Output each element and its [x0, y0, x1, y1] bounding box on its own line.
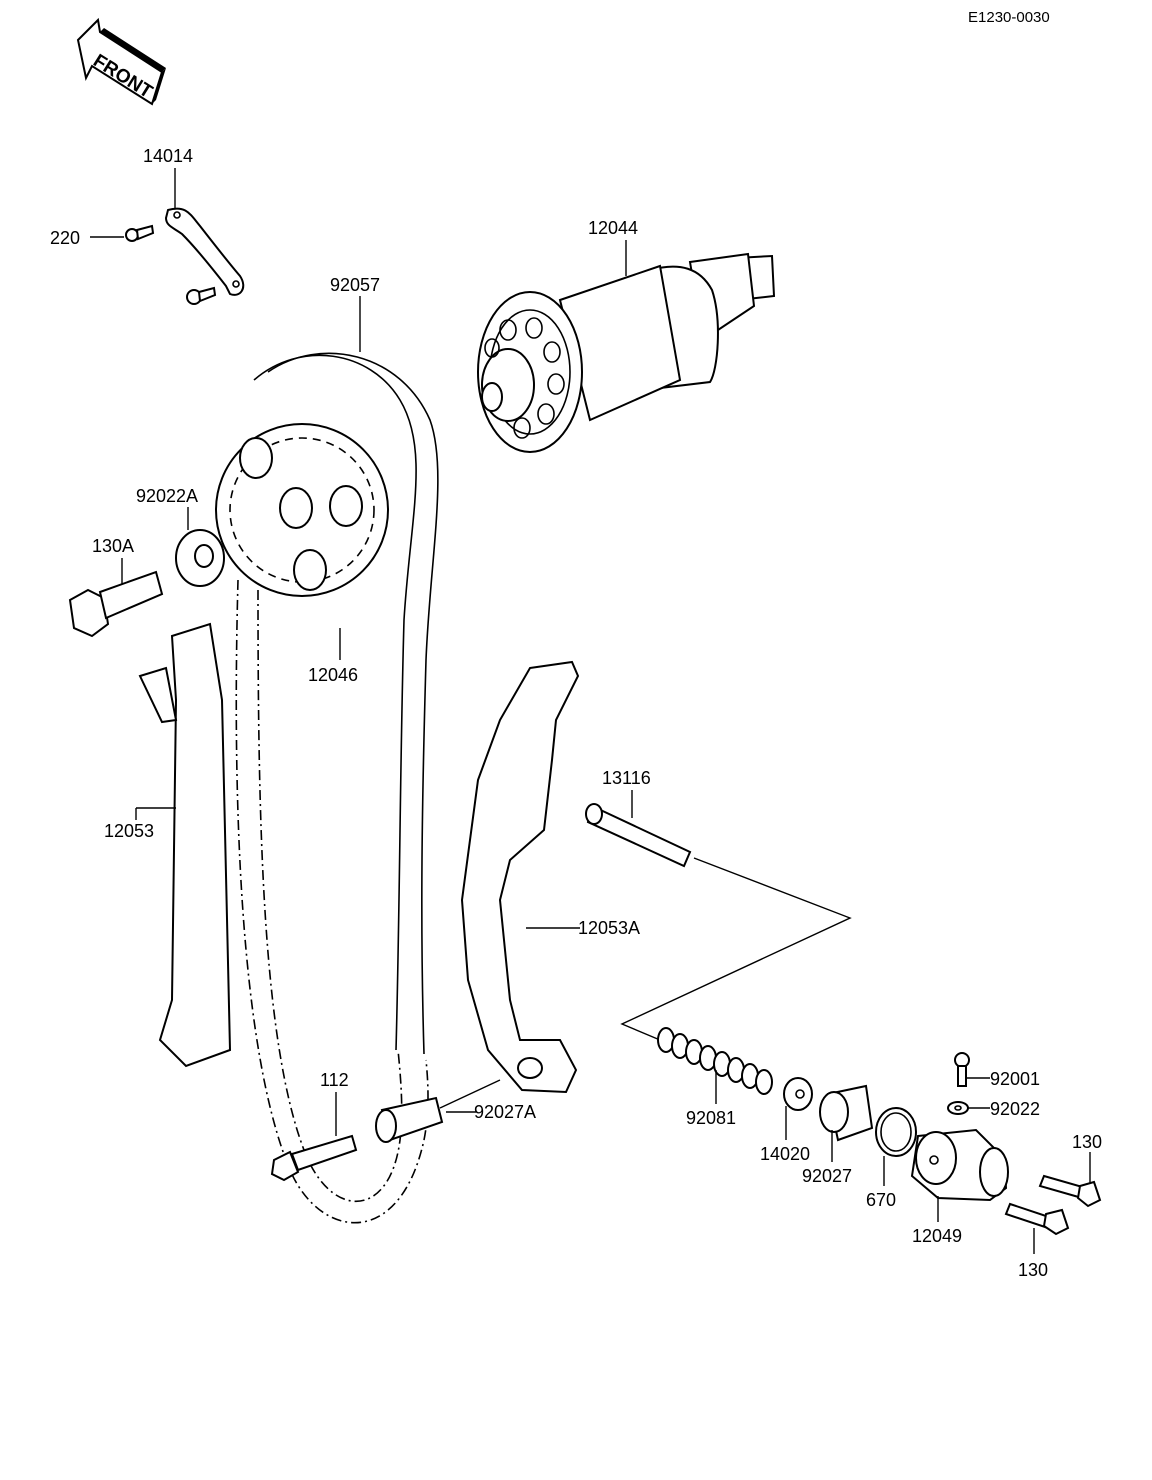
chain-guide-12053A: [460, 660, 580, 1094]
label-12046: 12046: [308, 665, 358, 685]
label-92027: 92027: [802, 1166, 852, 1186]
assembly-line-2: [439, 1079, 501, 1109]
label-12053: 12053: [104, 821, 154, 841]
label-13116: 13116: [602, 768, 651, 788]
screw-220: [125, 224, 155, 242]
sleeve-92027: [819, 1084, 874, 1142]
label-92001: 92001: [990, 1069, 1040, 1089]
label-220: 220: [50, 228, 80, 248]
label-92027A: 92027A: [474, 1102, 536, 1122]
label-130A: 130A: [92, 536, 134, 556]
cam-sprocket: [215, 423, 389, 597]
label-92081: 92081: [686, 1108, 736, 1128]
label-12049: 12049: [912, 1226, 962, 1246]
assembly-line: [620, 857, 852, 1041]
label-92022: 92022: [990, 1099, 1040, 1119]
camshaft-cap-plate: [164, 207, 245, 296]
label-92022A: 92022A: [136, 486, 198, 506]
label-130-bottom: 130: [1018, 1260, 1048, 1280]
pivot-pin: [585, 803, 692, 868]
spring-seat: [783, 1077, 813, 1111]
bolt-130-lower: [1004, 1202, 1070, 1236]
bolt-92001: [954, 1052, 970, 1087]
label-130-top: 130: [1072, 1132, 1102, 1152]
label-12044: 12044: [588, 218, 638, 238]
label-12053A: 12053A: [578, 918, 640, 938]
label-14014: 14014: [143, 146, 193, 166]
screw-lower: [186, 286, 217, 305]
collar-92027A: [375, 1096, 444, 1143]
bolt-130A: [68, 570, 164, 638]
label-92057: 92057: [330, 275, 380, 295]
chain-guide-12053: [138, 622, 232, 1068]
tensioner-body: [910, 1128, 1009, 1202]
label-670: 670: [866, 1190, 896, 1210]
tensioner-spring: [657, 1027, 773, 1095]
front-direction-arrow: FRONT: [76, 17, 166, 106]
label-112: 112: [320, 1070, 349, 1090]
washer-92022A: [175, 529, 225, 587]
camshaft: [477, 252, 776, 453]
bolt-112: [270, 1134, 358, 1182]
bolt-130-upper: [1038, 1174, 1102, 1208]
o-ring: [875, 1107, 917, 1157]
washer-92022: [947, 1101, 969, 1115]
label-14020: 14020: [760, 1144, 810, 1164]
diagram-code: E1230-0030: [968, 9, 1050, 26]
